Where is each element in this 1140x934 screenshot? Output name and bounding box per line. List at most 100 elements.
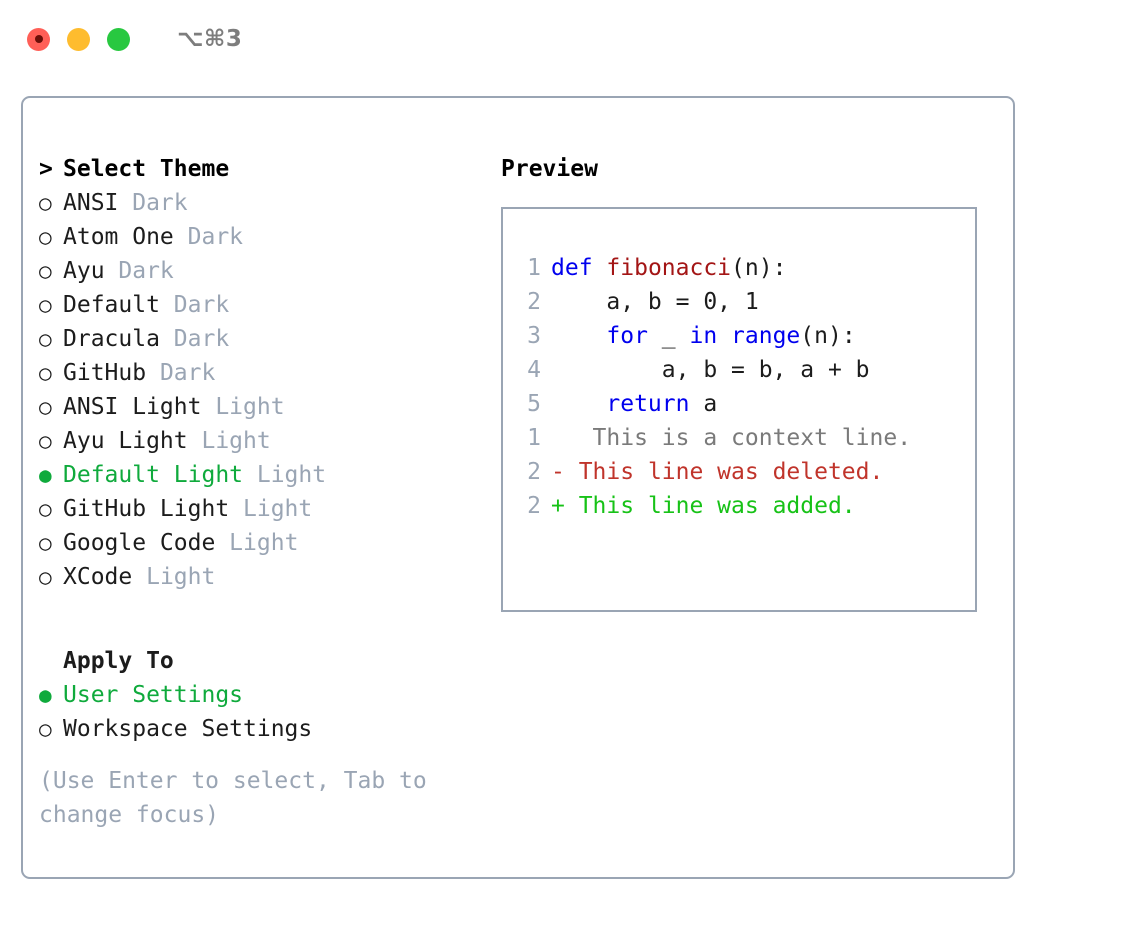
radio-unselected-icon[interactable]: ○: [39, 497, 52, 521]
code-token: def: [551, 255, 593, 281]
theme-list: ○ANSI Dark○Atom One Dark○Ayu Dark○Defaul…: [39, 186, 489, 594]
radio-unselected-icon[interactable]: ○: [39, 565, 52, 589]
line-number: 4: [527, 357, 541, 383]
line-number: 1: [527, 425, 541, 451]
code-token: (n):: [800, 323, 856, 349]
radio-unselected-icon[interactable]: ○: [39, 531, 52, 555]
apply-to-option-label: Workspace Settings: [63, 716, 313, 742]
content-frame: > Select Theme ○ANSI Dark○Atom One Dark○…: [21, 96, 1015, 879]
code-line: 3 for _ in range(n):: [519, 319, 870, 353]
theme-name: Atom One: [63, 224, 174, 250]
select-theme-heading: > Select Theme: [39, 152, 489, 186]
code-token: [551, 323, 606, 349]
diff-marker: [551, 425, 565, 451]
line-number: 2: [527, 493, 541, 519]
theme-name: ANSI: [63, 190, 119, 216]
radio-unselected-icon[interactable]: ○: [39, 395, 52, 419]
theme-list-item[interactable]: ○ Atom One Dark: [39, 220, 489, 254]
diff-text: This line was added.: [564, 493, 856, 519]
theme-name: Dracula: [63, 326, 160, 352]
theme-variant-tag: Dark: [159, 326, 230, 352]
theme-variant-tag: Light: [132, 564, 216, 590]
radio-selected-icon[interactable]: ●: [39, 683, 52, 707]
code-token: a, b = 0, 1: [551, 289, 759, 315]
theme-list-item[interactable]: ○GitHub Dark: [39, 356, 489, 390]
radio-selected-icon[interactable]: ●: [39, 463, 52, 487]
theme-name: Google Code: [63, 530, 216, 556]
code-token: a, b = b, a + b: [551, 357, 870, 383]
keyboard-hint-text: (Use Enter to select, Tab to change focu…: [39, 768, 427, 828]
code-token: fibonacci: [606, 255, 732, 281]
theme-list-item[interactable]: ○ Google Code Light: [39, 526, 489, 560]
radio-unselected-icon[interactable]: ○: [39, 191, 52, 215]
theme-list-item[interactable]: ○Ayu Light Light: [39, 424, 489, 458]
apply-to-option-label: User Settings: [63, 682, 244, 708]
section-spacer: [39, 594, 489, 644]
theme-selector-panel: > Select Theme ○ANSI Dark○Atom One Dark○…: [39, 152, 489, 746]
theme-variant-tag: Dark: [104, 258, 174, 284]
diff-line: 2- This line was deleted.: [519, 455, 911, 489]
code-token: [593, 255, 607, 281]
theme-variant-tag: Dark: [118, 190, 188, 216]
theme-variant-tag: Light: [243, 462, 327, 488]
theme-list-item[interactable]: ○ANSI Light Light: [39, 390, 489, 424]
theme-variant-tag: Dark: [159, 292, 230, 318]
theme-variant-tag: Dark: [173, 224, 244, 250]
theme-list-item[interactable]: ●Default Light Light: [39, 458, 489, 492]
apply-to-heading: ○ Apply To: [39, 644, 489, 678]
radio-unselected-icon[interactable]: ○: [39, 327, 52, 351]
diff-sample: 1 This is a context line.2- This line wa…: [519, 421, 911, 523]
code-line: 4 a, b = b, a + b: [519, 353, 870, 387]
code-line: 2 a, b = 0, 1: [519, 285, 870, 319]
theme-variant-tag: Light: [215, 530, 299, 556]
radio-unselected-icon[interactable]: ○: [39, 361, 52, 385]
theme-name: Default: [63, 292, 160, 318]
radio-unselected-icon[interactable]: ○: [39, 259, 52, 283]
theme-list-item[interactable]: ○Ayu Dark: [39, 254, 489, 288]
code-token: [717, 323, 731, 349]
code-token: _: [647, 323, 690, 349]
diff-text: This line was deleted.: [564, 459, 884, 485]
apply-to-bullet-spacer: ○: [39, 644, 63, 678]
theme-variant-tag: Light: [229, 496, 313, 522]
apply-to-options: ● User Settings ○ Workspace Settings: [39, 678, 489, 746]
code-line: 5 return a: [519, 387, 870, 421]
radio-unselected-icon[interactable]: ○: [39, 429, 52, 453]
code-token: range: [731, 323, 801, 349]
window-controls: [27, 27, 130, 51]
diff-line: 1 This is a context line.: [519, 421, 911, 455]
preview-title: Preview: [501, 156, 598, 182]
select-theme-heading-label: Select Theme: [63, 156, 230, 182]
theme-name: GitHub Light: [63, 496, 230, 522]
line-number: 2: [527, 459, 541, 485]
radio-unselected-icon[interactable]: ○: [39, 225, 52, 249]
code-token: return: [606, 391, 690, 417]
apply-to-option[interactable]: ○ Workspace Settings: [39, 712, 489, 746]
maximize-button[interactable]: [107, 27, 130, 51]
theme-list-item[interactable]: ○XCode Light: [39, 560, 489, 594]
radio-unselected-icon[interactable]: ○: [39, 717, 52, 741]
apply-to-heading-label: Apply To: [63, 648, 174, 674]
theme-list-item[interactable]: ○ Default Dark: [39, 288, 489, 322]
code-token: for: [606, 323, 648, 349]
close-button[interactable]: [27, 27, 50, 51]
keyboard-shortcut-label: ⌥⌘3: [177, 25, 243, 52]
theme-name: GitHub: [63, 360, 147, 386]
code-token: a: [689, 391, 718, 417]
diff-marker: +: [551, 493, 565, 519]
diff-line: 2 + This line was added.: [519, 489, 911, 523]
theme-list-item[interactable]: ○ GitHub Light Light: [39, 492, 489, 526]
caret-icon: >: [39, 156, 53, 182]
radio-unselected-icon[interactable]: ○: [39, 293, 52, 317]
diff-marker: -: [551, 459, 565, 485]
theme-variant-tag: Light: [187, 428, 271, 454]
apply-to-option[interactable]: ● User Settings: [39, 678, 489, 712]
theme-list-item[interactable]: ○ Dracula Dark: [39, 322, 489, 356]
minimize-button[interactable]: [67, 27, 90, 51]
theme-list-item[interactable]: ○ ANSI Dark: [39, 186, 489, 220]
code-token: (n):: [731, 255, 787, 281]
